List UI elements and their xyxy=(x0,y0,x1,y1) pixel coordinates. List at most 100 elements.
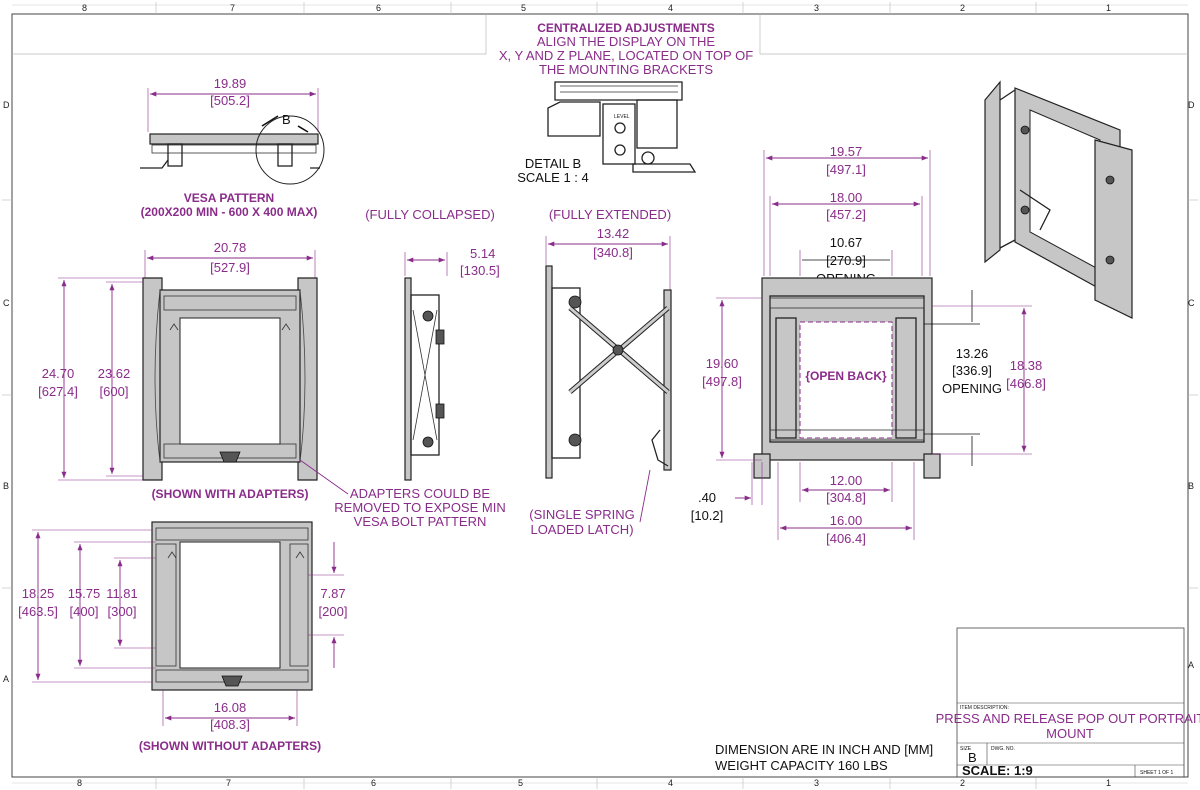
rear-open-w-mm: [270.9] xyxy=(826,253,866,268)
row-right-b: B xyxy=(1188,481,1194,491)
title-block: ITEM DESCRIPTION: PRESS AND RELEASE POP … xyxy=(936,627,1200,778)
front-height-in: 24.70 xyxy=(42,366,75,381)
no-adapters-h1-in: 18.25 xyxy=(22,586,55,601)
rear-left-h-in: 19.60 xyxy=(706,356,739,371)
zone-top-6: 6 xyxy=(376,3,381,13)
zone-bottom-6: 6 xyxy=(371,778,376,788)
rear-b1-mm: [304.8] xyxy=(826,490,866,505)
no-adapters-h2-mm: [400] xyxy=(70,604,99,619)
with-adapters-caption: (SHOWN WITH ADAPTERS) xyxy=(152,487,309,501)
without-adapters-caption: (SHOWN WITHOUT ADAPTERS) xyxy=(139,739,321,753)
rear-offset-mm: [10.2] xyxy=(691,508,724,523)
sheet-number: SHEET 1 OF 1 xyxy=(1140,770,1173,776)
rear-open-h-mm: [336.9] xyxy=(952,363,992,378)
rear-b2-mm: [406.4] xyxy=(826,531,866,546)
item-description-line-2: MOUNT xyxy=(1046,726,1094,741)
zone-bottom-2: 2 xyxy=(960,778,965,788)
scale-value: SCALE: 1:9 xyxy=(962,763,1033,778)
size-value: B xyxy=(968,750,977,765)
zone-bottom-4: 4 xyxy=(668,778,673,788)
isometric-view xyxy=(984,80,1133,319)
latch-note-line-2: LOADED LATCH) xyxy=(530,522,633,537)
zone-bottom-1: 1 xyxy=(1106,778,1111,788)
zone-top-2: 2 xyxy=(960,3,965,13)
row-left-d: D xyxy=(3,100,10,110)
extended-depth-mm: [340.8] xyxy=(593,245,633,260)
note-title: CENTRALIZED ADJUSTMENTS xyxy=(537,21,715,35)
row-left-c: C xyxy=(3,298,10,308)
item-description-line-1: PRESS AND RELEASE POP OUT PORTRAIT xyxy=(936,711,1200,726)
collapsed-depth-in: 5.14 xyxy=(470,246,495,261)
rear-right-h-mm: [466.8] xyxy=(1006,376,1046,391)
row-left-a: A xyxy=(3,674,9,684)
zone-bottom-3: 3 xyxy=(814,778,819,788)
collapsed-caption: (FULLY COLLAPSED) xyxy=(365,207,495,222)
detail-b-view: LEVEL DETAIL B SCALE 1 : 4 xyxy=(517,81,697,185)
no-adapters-h1-mm: [463.5] xyxy=(18,604,58,619)
side-view-collapsed: (FULLY COLLAPSED) 5.14 [130.5] xyxy=(365,207,500,481)
rear-w2-mm: [457.2] xyxy=(826,207,866,222)
open-back-label: {OPEN BACK} xyxy=(805,369,887,383)
extended-caption: (FULLY EXTENDED) xyxy=(549,207,671,222)
adapters-note-line-2: REMOVED TO EXPOSE MIN xyxy=(334,500,505,515)
collapsed-depth-mm: [130.5] xyxy=(460,263,500,278)
row-right-a: A xyxy=(1188,660,1194,670)
centralized-adjustments-note: CENTRALIZED ADJUSTMENTS ALIGN THE DISPLA… xyxy=(499,21,753,77)
rear-left-h-mm: [497.8] xyxy=(702,374,742,389)
no-adapters-h3-mm: [300] xyxy=(108,604,137,619)
no-adapters-h2-in: 15.75 xyxy=(68,586,101,601)
top-width-mm: [505.2] xyxy=(210,93,250,108)
front-inner-mm: [600] xyxy=(100,384,129,399)
row-right-d: D xyxy=(1188,100,1195,110)
no-adapters-width-in: 16.08 xyxy=(214,700,247,715)
detail-b-scale: SCALE 1 : 4 xyxy=(517,170,589,185)
size-label: SIZE xyxy=(960,746,972,752)
note-line-2: X, Y AND Z PLANE, LOCATED ON TOP OF xyxy=(499,48,753,63)
side-view-extended: (FULLY EXTENDED) 13.42 [340.8] (SINGLE S… xyxy=(529,207,672,537)
front-view-with-adapters: 20.78 [527.9] 24.70 [627.4] 23.62 [600] … xyxy=(38,240,506,529)
no-adapters-h4-mm: [200] xyxy=(319,604,348,619)
top-view: 19.89 [505.2] B VESA PATTERN (200X200 MI… xyxy=(140,76,325,219)
rear-offset-in: .40 xyxy=(698,490,716,505)
zone-top-8: 8 xyxy=(82,3,87,13)
rear-view: 19.57 [497.1] 18.00 [457.2] 10.67 [270.9… xyxy=(691,144,1046,546)
detail-level-tag: LEVEL xyxy=(614,114,630,120)
row-right-c: C xyxy=(1188,298,1195,308)
item-description-label: ITEM DESCRIPTION: xyxy=(960,705,1009,711)
extended-depth-in: 13.42 xyxy=(597,226,630,241)
zone-top-3: 3 xyxy=(814,3,819,13)
note-line-1: ALIGN THE DISPLAY ON THE xyxy=(537,34,716,49)
vesa-pattern-label: VESA PATTERN xyxy=(184,191,274,205)
zone-top-1: 1 xyxy=(1106,3,1111,13)
front-inner-in: 23.62 xyxy=(98,366,131,381)
detail-callout-b: B xyxy=(282,112,291,127)
rear-b1-in: 12.00 xyxy=(830,473,863,488)
zone-top-4: 4 xyxy=(668,3,673,13)
note-units: DIMENSION ARE IN INCH AND [MM] xyxy=(715,742,933,757)
note-line-3: THE MOUNTING BRACKETS xyxy=(539,62,713,77)
latch-note-line-1: (SINGLE SPRING xyxy=(529,507,634,522)
rear-open-h-label: OPENING xyxy=(942,381,1002,396)
rear-open-w-in: 10.67 xyxy=(830,235,863,250)
zone-top-7: 7 xyxy=(230,3,235,13)
rear-outer-mm: [497.1] xyxy=(826,162,866,177)
adapters-note-line-1: ADAPTERS COULD BE xyxy=(350,486,490,501)
front-width-mm: [527.9] xyxy=(210,260,250,275)
front-view-without-adapters: 18.25 [463.5] 15.75 [400] 11.81 [300] 7.… xyxy=(18,521,348,753)
zone-bottom-5: 5 xyxy=(518,778,523,788)
rear-right-h-in: 18.38 xyxy=(1010,358,1043,373)
vesa-pattern-range: (200X200 MIN - 600 X 400 MAX) xyxy=(141,205,318,219)
rear-open-h-in: 13.26 xyxy=(956,346,989,361)
rear-w2-in: 18.00 xyxy=(830,190,863,205)
adapters-note-line-3: VESA BOLT PATTERN xyxy=(354,514,487,529)
zone-bottom-7: 7 xyxy=(226,778,231,788)
rear-b2-in: 16.00 xyxy=(830,513,863,528)
dwg-no-label: DWG. NO. xyxy=(991,746,1015,752)
top-width-in: 19.89 xyxy=(214,76,247,91)
rear-outer-in: 19.57 xyxy=(830,144,863,159)
no-adapters-width-mm: [408.3] xyxy=(210,717,250,732)
no-adapters-h4-in: 7.87 xyxy=(320,586,345,601)
zone-bottom-8: 8 xyxy=(77,778,82,788)
